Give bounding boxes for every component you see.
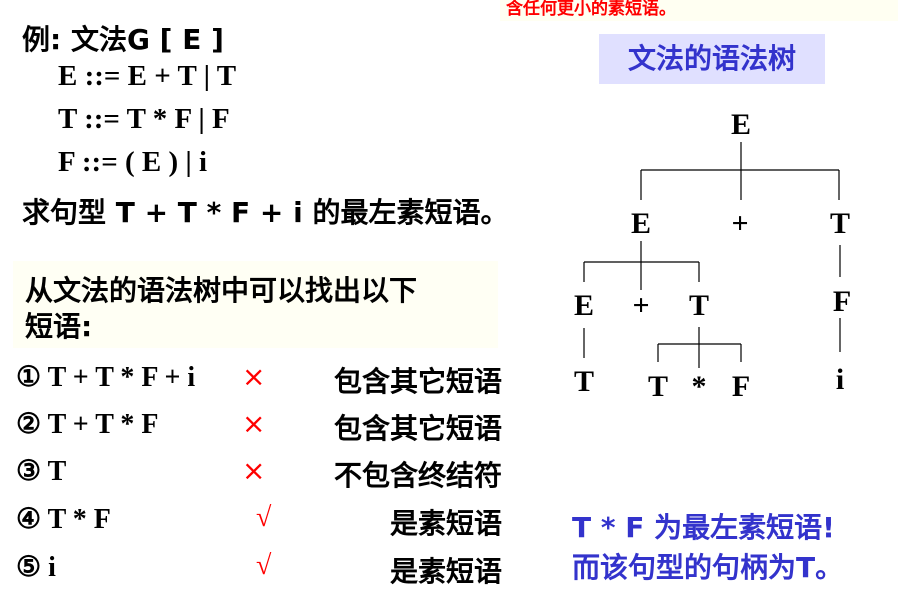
tree-node: F [833, 285, 851, 318]
phrase-item: ③ T × 不包含终结符 [16, 454, 502, 494]
banner-text: 含任何更小的素短语。 [506, 0, 676, 19]
check-icon: √ [256, 502, 272, 533]
grammar-rule-e: E ::= E + T | T [58, 60, 237, 92]
phrase-intro-line: 从文法的语法树中可以找出以下 [25, 274, 418, 307]
phrase-item: ① T + T * F + i × 包含其它短语 [16, 360, 502, 400]
tree-title: 文法的语法树 [599, 34, 825, 84]
phrase-note: 不包含终结符 [333, 459, 502, 492]
grammar-rule-f: F ::= ( E ) | i [58, 146, 208, 178]
phrase-expr: ① T + T * F + i [16, 362, 196, 393]
tree-node: T [689, 289, 709, 322]
tree-node: * [692, 370, 707, 403]
phrase-intro-line: 短语: [25, 310, 93, 343]
phrase-expr: ⑤ i [16, 552, 56, 583]
phrase-note: 包含其它短语 [333, 412, 502, 445]
tree-node: + [632, 289, 649, 322]
phrase-intro-box: 从文法的语法树中可以找出以下 短语: [13, 261, 498, 348]
conclusion-line: 而该句型的句柄为T。 [572, 551, 844, 584]
phrase-note: 包含其它短语 [333, 365, 502, 398]
conclusion-line: T * F 为最左素短语! [572, 511, 835, 544]
cross-icon: × [242, 454, 266, 487]
cross-icon: × [242, 407, 266, 440]
top-banner: 含任何更小的素短语。 [500, 0, 898, 21]
phrase-expr: ④ T * F [16, 504, 111, 535]
tree-node: E [631, 207, 651, 240]
tree-node-root: E [731, 108, 751, 141]
phrase-item: ② T + T * F × 包含其它短语 [16, 407, 502, 447]
tree-node: + [731, 207, 748, 240]
phrase-note: 是素短语 [389, 507, 502, 540]
tree-node: T [830, 207, 850, 240]
question: 求句型 T + T * F + i 的最左素短语。 [22, 196, 509, 229]
cross-icon: × [242, 360, 266, 393]
phrase-item: ④ T * F √ 是素短语 [16, 502, 502, 542]
tree-node: F [732, 370, 750, 403]
tree-node: T [648, 370, 668, 403]
tree-node: T [574, 365, 594, 398]
phrase-item: ⑤ i √ 是素短语 [16, 550, 502, 590]
phrase-expr: ② T + T * F [16, 409, 159, 440]
grammar-rule-t: T ::= T * F | F [58, 103, 230, 135]
phrase-expr: ③ T [16, 456, 67, 487]
example-heading: 例: 文法G [ E ] [22, 23, 224, 56]
tree-node: E [574, 289, 594, 322]
phrase-note: 是素短语 [389, 555, 502, 588]
check-icon: √ [256, 550, 272, 581]
tree-node: i [836, 363, 844, 396]
